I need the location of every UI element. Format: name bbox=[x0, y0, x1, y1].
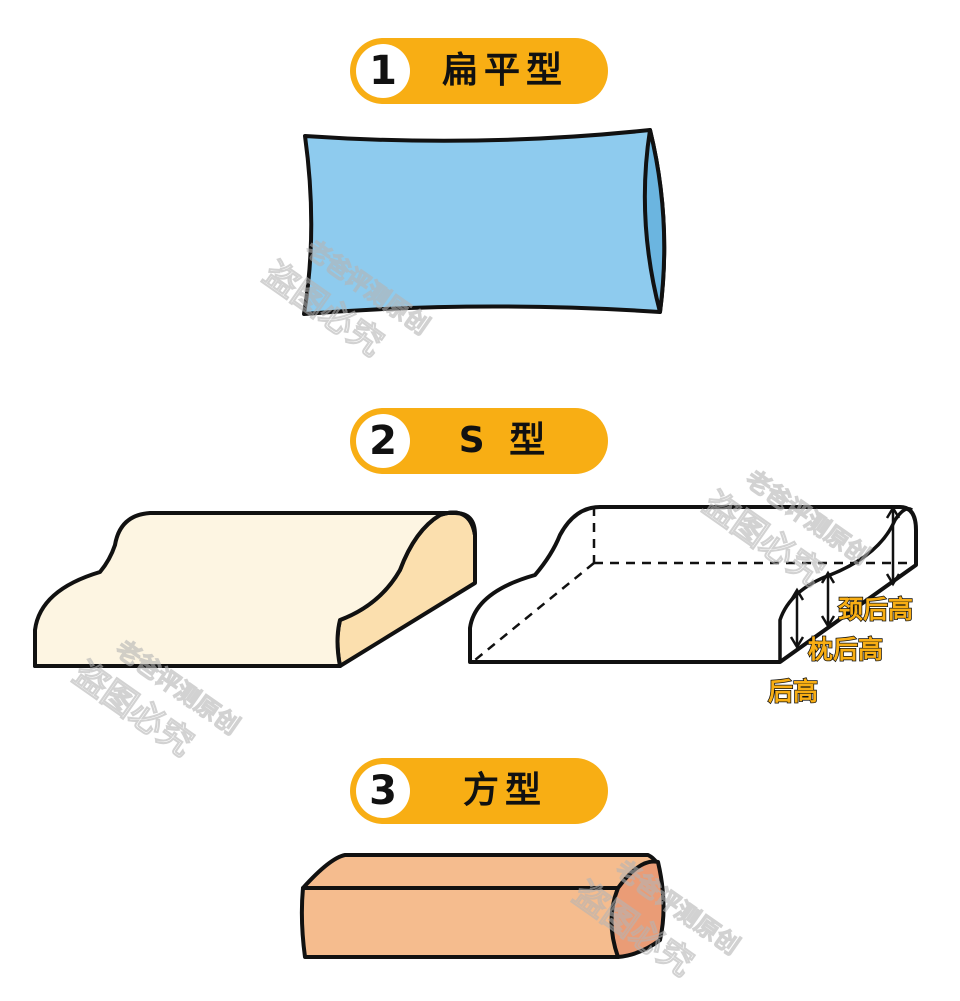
badge-number: 3 bbox=[356, 764, 410, 818]
pillow-back-height-label: 枕后高 bbox=[807, 634, 884, 665]
section-badge-square: 3 方型 bbox=[350, 758, 608, 824]
flat-pillow-icon bbox=[302, 128, 667, 316]
neck-height-label: 颈后高 bbox=[837, 594, 914, 625]
s-pillow-diagram bbox=[468, 505, 918, 664]
badge-title: S 型 bbox=[458, 420, 552, 461]
s-pillow-icon bbox=[33, 510, 477, 668]
dimension-arrows bbox=[789, 505, 901, 650]
badge-title: 扁平型 bbox=[441, 50, 568, 91]
square-pillow-icon bbox=[299, 853, 666, 959]
back-height-label: 后高 bbox=[767, 676, 819, 707]
badge-number: 2 bbox=[356, 414, 410, 468]
section-badge-s-shape: 2 S 型 bbox=[350, 408, 608, 474]
badge-title: 方型 bbox=[462, 770, 547, 811]
badge-number: 1 bbox=[356, 44, 410, 98]
section-badge-flat: 1 扁平型 bbox=[350, 38, 608, 104]
